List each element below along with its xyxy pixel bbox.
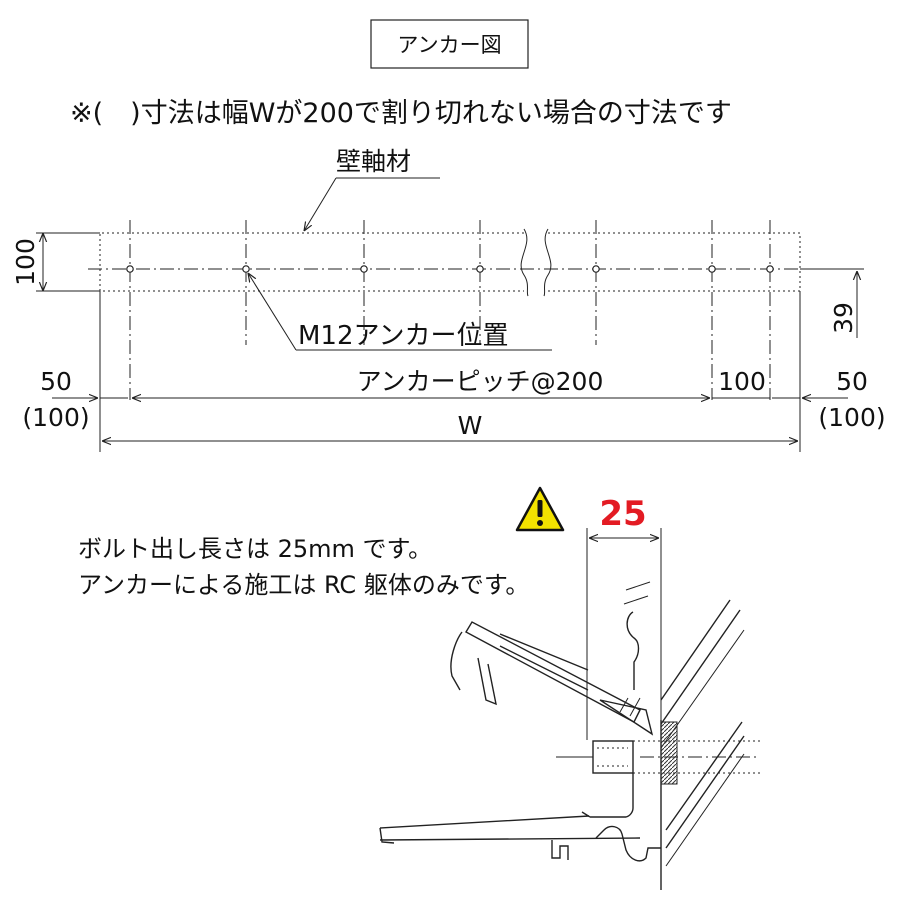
wall-member-label: 壁軸材 bbox=[336, 147, 411, 176]
right-end-alt-dimension: (100) bbox=[818, 403, 885, 432]
right-end-dimension: 50 bbox=[836, 367, 868, 396]
offset-dimension: 39 bbox=[829, 302, 858, 334]
anchor-hole bbox=[766, 265, 774, 273]
warning-icon bbox=[515, 486, 565, 532]
bolt-projection-value: 25 bbox=[599, 494, 646, 534]
wall-member-plan bbox=[88, 228, 862, 297]
title-label: アンカー図 bbox=[397, 33, 501, 57]
anchor-centerlines bbox=[129, 220, 771, 400]
anchor-hole bbox=[476, 265, 484, 273]
right-segment-dimension: 100 bbox=[718, 367, 766, 396]
anchor-position-label: M12アンカー位置 bbox=[298, 321, 508, 351]
width-dimension: W bbox=[458, 411, 483, 440]
left-end-alt-dimension: (100) bbox=[22, 403, 89, 432]
anchor-hole bbox=[592, 265, 600, 273]
anchor-hole bbox=[708, 265, 716, 273]
warning-line-1: ボルト出し長さは 25mm です。 bbox=[78, 535, 432, 563]
anchor-hole bbox=[126, 265, 134, 273]
anchor-hole bbox=[242, 265, 250, 273]
anchor-holes bbox=[126, 265, 774, 273]
installation-section bbox=[379, 581, 760, 890]
left-end-dimension: 50 bbox=[40, 367, 72, 396]
anchor-pitch-label: アンカーピッチ@200 bbox=[357, 367, 604, 396]
dimension-note: ※( )寸法は幅Wが200で割り切れない場合の寸法です bbox=[70, 98, 732, 129]
warning-line-2: アンカーによる施工は RC 躯体のみです。 bbox=[78, 571, 529, 599]
anchor-hole bbox=[360, 265, 368, 273]
height-dimension: 100 bbox=[11, 238, 40, 286]
title-box bbox=[370, 19, 529, 69]
